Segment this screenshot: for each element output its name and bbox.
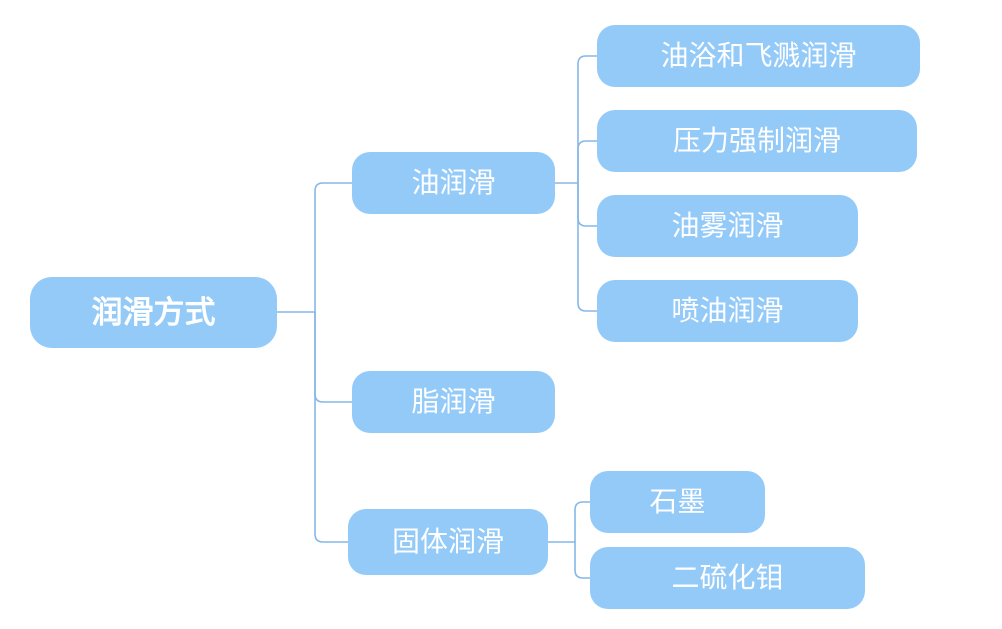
node-pressure-forced-lubrication[interactable]: 压力强制润滑: [597, 110, 917, 172]
connector-solid-to-graphite: [548, 501, 590, 543]
node-oil-lubrication[interactable]: 油润滑: [352, 152, 555, 214]
node-molybdenum-disulfide[interactable]: 二硫化钼: [590, 547, 865, 609]
node-oil-bath-splash-lubrication[interactable]: 油浴和飞溅润滑: [597, 25, 920, 87]
node-grease-lubrication[interactable]: 脂润滑: [352, 371, 555, 433]
connector-root-to-grease: [314, 312, 352, 403]
connector-oil-to-pressure-forced: [577, 140, 597, 183]
connector-oil-to-oil-bath-splash: [555, 55, 597, 184]
node-lubrication-method-root[interactable]: 润滑方式: [30, 277, 277, 348]
node-solid-lubrication[interactable]: 固体润滑: [348, 509, 548, 575]
connector-oil-to-oil-spray: [577, 183, 597, 312]
connector-root-to-oil: [277, 182, 352, 313]
connector-solid-to-molybdenum-disulfide: [574, 542, 590, 579]
node-oil-spray-lubrication[interactable]: 喷油润滑: [597, 280, 858, 342]
connector-oil-to-oil-mist: [577, 183, 597, 227]
node-graphite[interactable]: 石墨: [590, 471, 765, 533]
connector-root-to-solid: [314, 312, 348, 543]
node-oil-mist-lubrication[interactable]: 油雾润滑: [597, 195, 858, 257]
